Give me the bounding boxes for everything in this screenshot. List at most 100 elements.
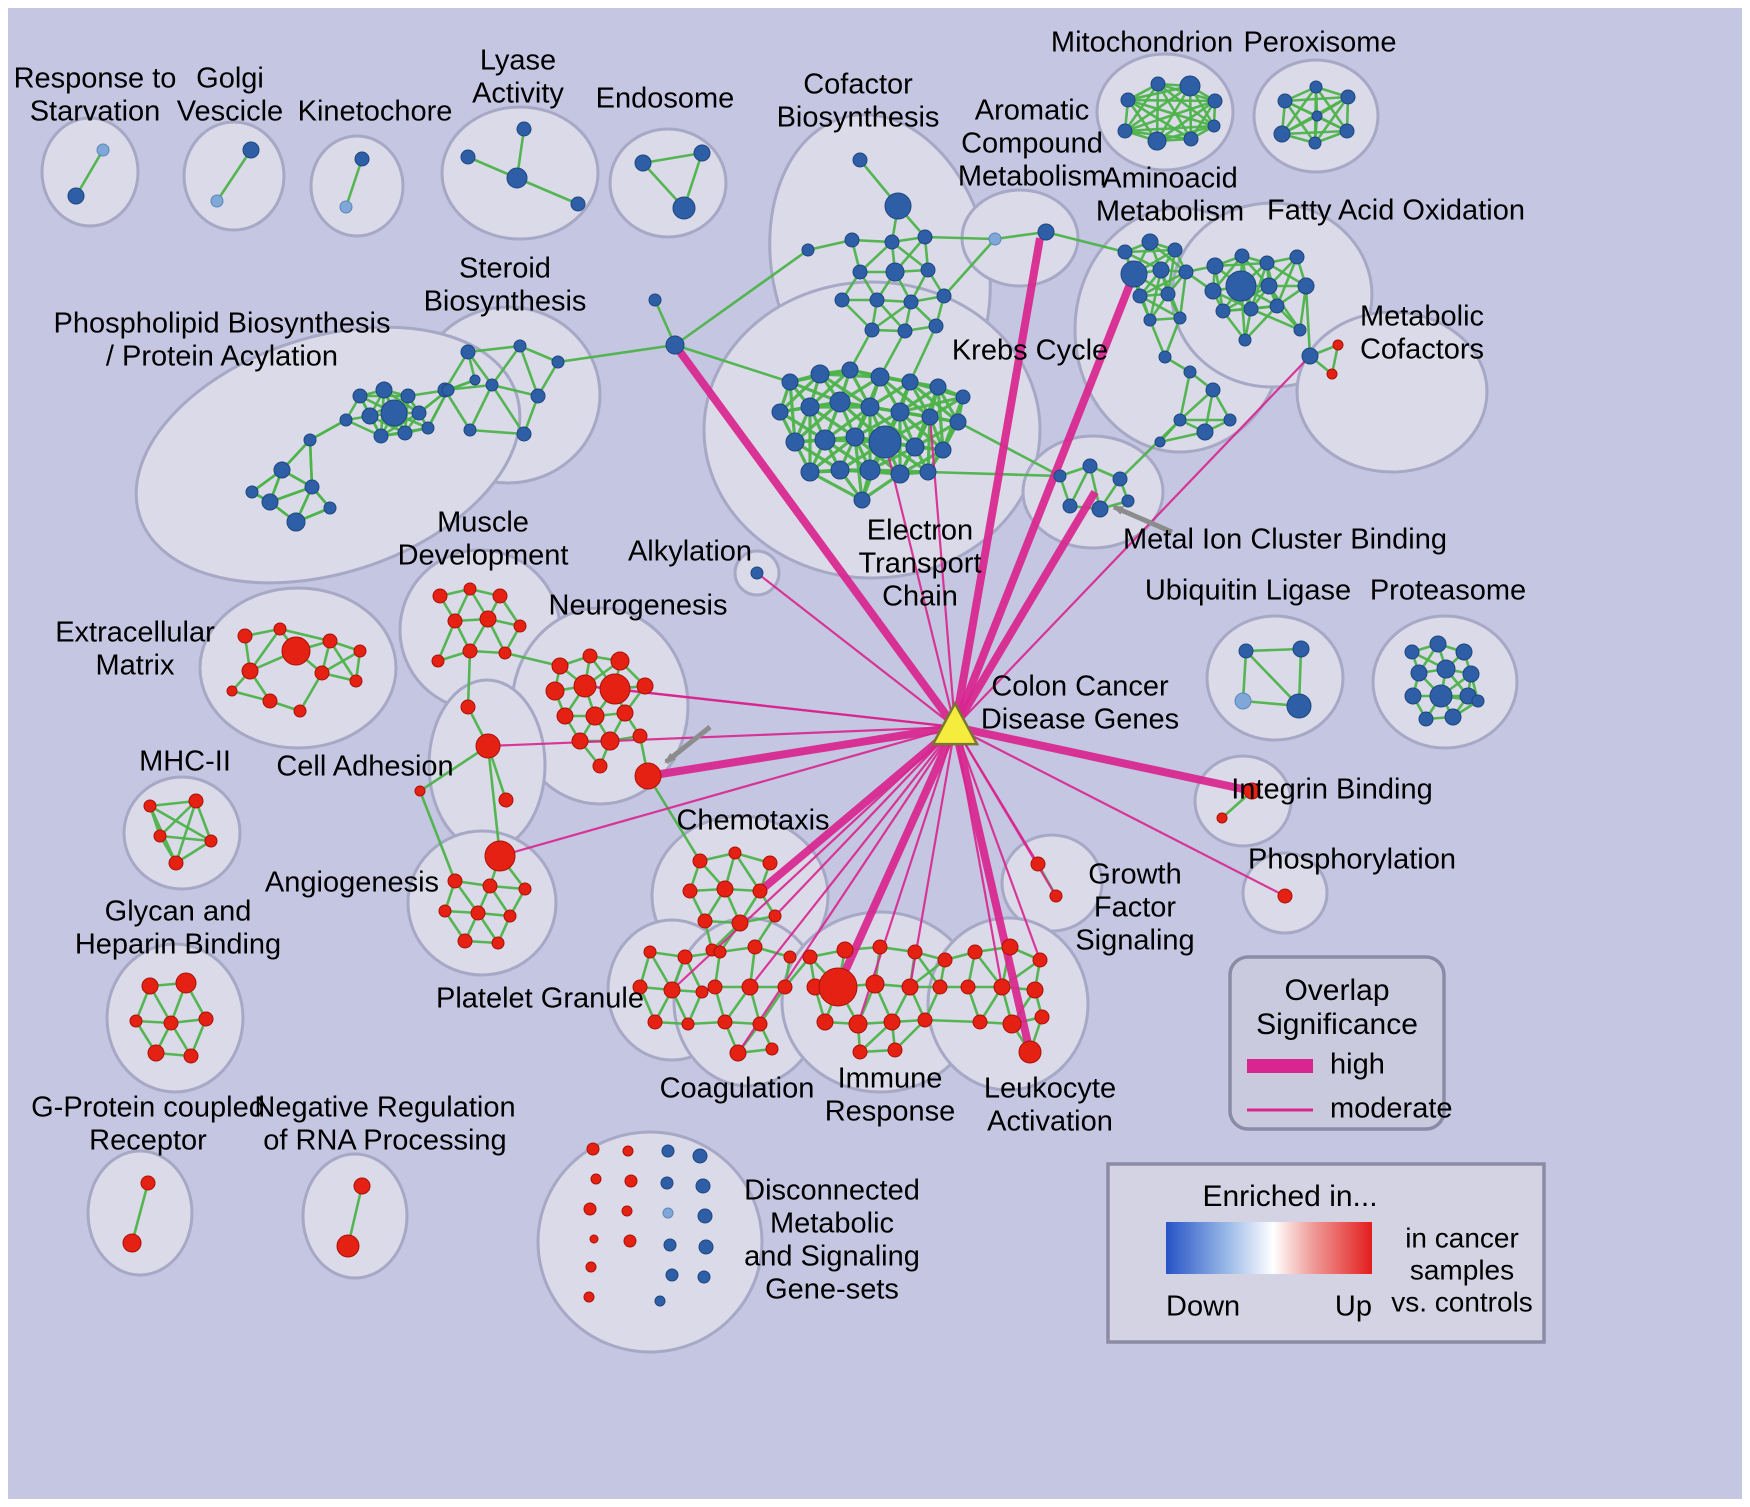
phospholipid-biosynthesis-node-14	[286, 512, 306, 532]
colon-cancer-hub-triangle	[930, 700, 980, 746]
aromatic-compound-metabolism-nodes	[988, 223, 1055, 246]
green-edge	[159, 834, 212, 843]
proteasome-region	[1371, 614, 1519, 750]
proteasome-node-11	[1471, 694, 1485, 708]
disconnected-gene-sets-node-3	[589, 1234, 599, 1244]
green-edge	[908, 325, 938, 383]
green-edge	[149, 804, 212, 843]
krebs-etc-node-4	[901, 373, 919, 391]
svg-text:Negative Regulation: Negative Regulation	[254, 1092, 515, 1124]
phosphorylation-node-0	[1277, 888, 1293, 904]
krebs-etc-node-19	[934, 441, 952, 459]
response-to-starvation-edges	[74, 149, 105, 197]
krebs-etc-label: Krebs Cycle	[952, 335, 1108, 367]
disconnected-gene-sets-node-2	[583, 1202, 597, 1216]
cell-adhesion-nodes	[414, 699, 514, 808]
neurogenesis-node-9	[616, 704, 634, 722]
svg-text:Metabolism: Metabolism	[958, 161, 1106, 193]
green-edge	[1124, 124, 1215, 133]
disconnected-gene-sets-node-16	[663, 1238, 677, 1252]
cofactor-biosynthesis-node-11	[903, 294, 919, 310]
overlap-layer	[487, 237, 1311, 1054]
overlap-edge-moderate	[749, 726, 956, 988]
svg-text:Metal Ion Cluster Binding: Metal Ion Cluster Binding	[1123, 524, 1447, 556]
steroid-biosynthesis-node-0	[460, 344, 476, 360]
cofactor-biosynthesis-node-2	[844, 232, 860, 248]
green-edge	[1123, 83, 1160, 132]
aminoacid-metabolism-node-6	[1132, 288, 1148, 304]
proteasome-node-5	[1462, 665, 1480, 683]
svg-text:Biosynthesis: Biosynthesis	[424, 286, 587, 318]
angiogenesis-node-7	[457, 933, 473, 949]
green-edge	[788, 381, 797, 443]
chemotaxis-node-0	[692, 853, 708, 869]
green-edge	[557, 343, 676, 364]
chemotaxis-node-2	[762, 855, 778, 871]
extracellular-matrix-node-4	[353, 644, 367, 658]
green-edge	[1156, 99, 1216, 143]
mitochondrion-node-6	[1183, 131, 1199, 147]
disconnected-gene-sets-node-9	[623, 1234, 637, 1248]
leukocyte-activation-nodes	[960, 938, 1050, 1064]
green-edge	[518, 345, 540, 397]
peroxisome-node-0	[1277, 93, 1293, 109]
green-edge	[1313, 96, 1350, 144]
cell-adhesion-node-3	[498, 792, 514, 808]
extracellular-matrix-node-1	[273, 622, 287, 636]
disconnected-gene-sets-node-14	[662, 1207, 674, 1219]
green-edge	[490, 384, 526, 435]
chemotaxis-node-7	[731, 914, 749, 932]
phospholipid-biosynthesis-nodes	[245, 374, 481, 532]
aminoacid-metabolism-node-0	[1117, 244, 1133, 260]
krebs-etc-node-23	[890, 464, 910, 484]
leukocyte-activation-region	[926, 916, 1090, 1092]
leukocyte-activation-node-9	[1018, 1040, 1042, 1064]
overlap-edge-moderate	[883, 441, 957, 728]
platelet-granule-nodes	[632, 945, 709, 1031]
green-edge	[443, 389, 472, 431]
extracellular-matrix-region	[198, 586, 398, 750]
phospholipid-biosynthesis-node-17	[441, 383, 455, 397]
green-edge	[1155, 83, 1160, 142]
muscle-development-node-4	[479, 610, 497, 628]
peroxisome-node-1	[1309, 80, 1323, 94]
endosome-node-0	[634, 154, 652, 172]
krebs-etc-node-10	[860, 397, 880, 417]
neurogenesis-node-10	[571, 732, 589, 750]
mhc-ii-node-2	[153, 829, 167, 843]
fatty-acid-oxidation-node-12	[1238, 333, 1252, 347]
overlap-edge-high	[951, 272, 1138, 729]
angiogenesis-node-5	[470, 905, 486, 921]
disconnected-gene-sets-node-8	[621, 1205, 633, 1217]
ubiquitin-ligase-region	[1205, 614, 1345, 742]
disconnected-gene-sets-node-0	[586, 1142, 600, 1156]
fatty-acid-oxidation-nodes	[1204, 248, 1315, 347]
ubiquitin-ligase-node-2	[1234, 692, 1252, 710]
proteasome-node-10	[1444, 708, 1462, 726]
krebs-etc-node-18	[905, 437, 925, 457]
aminoacid-metabolism-node-11	[1183, 365, 1197, 379]
krebs-etc-node-22	[859, 459, 881, 481]
muscle-development-node-1	[463, 582, 477, 596]
krebs-etc-node-15	[814, 429, 836, 451]
svg-text:Phosphorylation: Phosphorylation	[1248, 844, 1456, 876]
overlap-edge-moderate	[954, 355, 1311, 728]
integrin-binding-label: Integrin Binding	[1231, 774, 1433, 806]
growth-factor-signaling-nodes	[1030, 856, 1063, 903]
immune-response-node-4	[937, 952, 953, 968]
endosome-region	[608, 127, 728, 239]
green-edge	[469, 428, 525, 436]
enrichment-legend: Enriched in... Down Up in cancer samples…	[1106, 1162, 1546, 1344]
chemotaxis-node-8	[768, 909, 782, 923]
aminoacid-metabolism-node-7	[1160, 286, 1176, 302]
immune-response-node-2	[872, 939, 888, 955]
phospholipid-biosynthesis-node-9	[339, 413, 353, 427]
immune-response-node-10	[816, 1013, 834, 1031]
platelet-granule-node-2	[632, 979, 648, 995]
nodes-layer	[67, 75, 1485, 1307]
green-edge	[1124, 99, 1216, 133]
